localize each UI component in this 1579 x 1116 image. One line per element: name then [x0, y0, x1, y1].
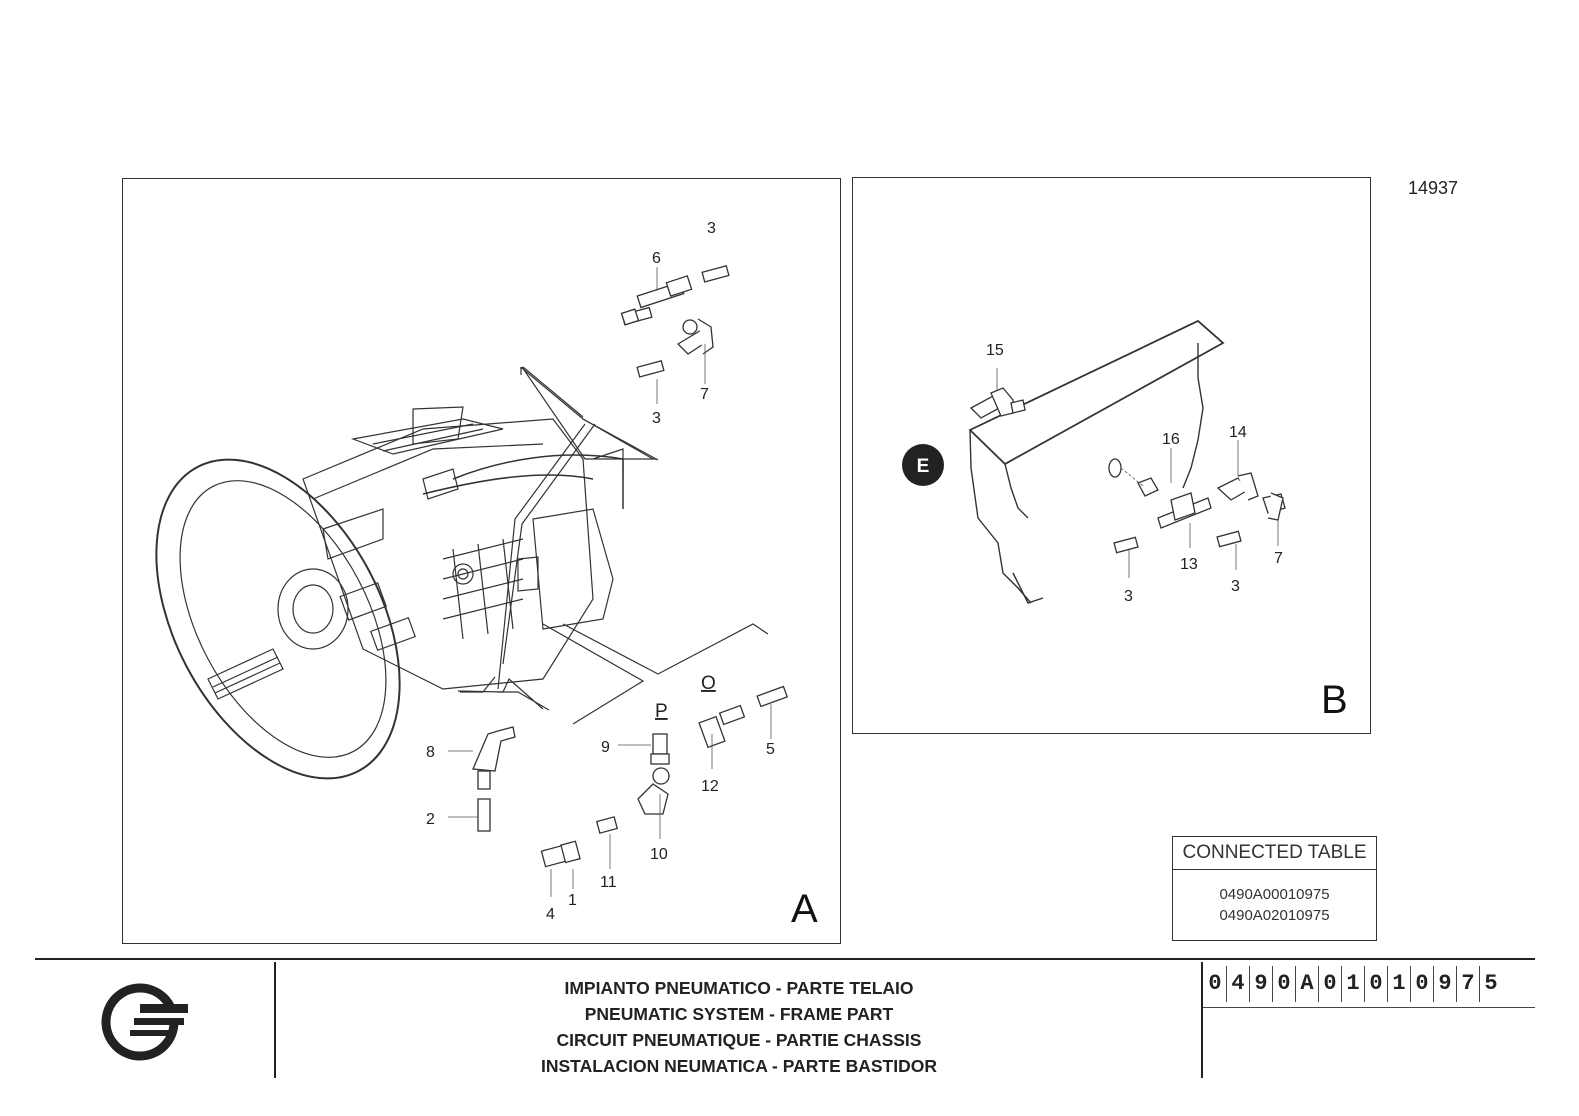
connected-table-row[interactable]: 0490A00010975: [1219, 886, 1330, 903]
callout-14: 14: [1229, 424, 1247, 441]
callout-4: 4: [546, 906, 555, 923]
callout-6: 6: [652, 250, 661, 267]
footer-separator-right: [1201, 962, 1203, 1078]
label-o: O: [701, 673, 716, 694]
footer-titles: IMPIANTO PNEUMATICO - PARTE TELAIO PNEUM…: [276, 975, 1202, 1079]
callout-3-right: 3: [1231, 578, 1240, 595]
reference-number: 14937: [1408, 178, 1459, 198]
connected-table-row[interactable]: 0490A02010975: [1219, 907, 1330, 924]
code-digit: 1: [1388, 966, 1411, 1002]
callout-13: 13: [1180, 556, 1198, 573]
callout-16: 16: [1162, 431, 1180, 448]
code-digit: 0: [1319, 966, 1342, 1002]
panel-b: E 15 16 14 13 3 3 7 B: [852, 177, 1371, 734]
code-digit: 5: [1484, 971, 1498, 996]
title-english: PNEUMATIC SYSTEM - FRAME PART: [584, 1004, 894, 1024]
footer-divider: [35, 958, 1535, 960]
code-digit: 7: [1457, 966, 1480, 1002]
code-digit: A: [1296, 966, 1319, 1002]
footer-separator-left: [274, 962, 276, 1078]
frame-detail-drawing: E 15 16 14 13 3 3 7: [902, 319, 1286, 605]
code-digit: 1: [1342, 966, 1365, 1002]
callout-8: 8: [426, 744, 435, 761]
callout-9: 9: [601, 739, 610, 756]
drawing-code: 0 4 9 0 A 0 1 0 1 0 9 7 5: [1204, 966, 1502, 1002]
title-spanish: INSTALACION NEUMATICA - PARTE BASTIDOR: [541, 1056, 937, 1076]
label-p: P: [655, 701, 668, 722]
panel-b-letter: B: [1321, 678, 1348, 722]
title-french: CIRCUIT PNEUMATIQUE - PARTIE CHASSIS: [556, 1030, 922, 1050]
marker-e-circle: [902, 444, 944, 486]
code-digit: 9: [1434, 966, 1457, 1002]
callout-2: 2: [426, 811, 435, 828]
code-digit: 0: [1411, 966, 1434, 1002]
code-digit: 0: [1365, 966, 1388, 1002]
marker-e: E: [917, 456, 930, 477]
callout-7: 7: [700, 386, 709, 403]
panel-a: 3 6 7 3 8 2 4 1 11 9 10 12 5 P O A: [122, 178, 841, 944]
callout-10: 10: [650, 846, 668, 863]
callout-3-left: 3: [1124, 588, 1133, 605]
connected-table: CONNECTED TABLE 0490A00010975 0490A02010…: [1172, 836, 1377, 941]
panel-a-letter: A: [791, 887, 818, 931]
callout-5: 5: [766, 741, 775, 758]
code-digit: 4: [1227, 966, 1250, 1002]
callout-1: 1: [568, 892, 577, 909]
callout-3-top: 3: [707, 220, 716, 237]
callout-12: 12: [701, 778, 719, 795]
callout-3-mid: 3: [652, 410, 661, 427]
code-digit: 0: [1273, 966, 1296, 1002]
connected-table-title: CONNECTED TABLE: [1173, 837, 1376, 870]
drawing-code-underline: [1203, 1007, 1535, 1008]
title-italian: IMPIANTO PNEUMATICO - PARTE TELAIO: [564, 978, 914, 998]
transmission-assembly-drawing: 3 6 7 3 8 2 4 1 11 9 10 12 5 P O: [155, 220, 789, 923]
code-digit: 9: [1250, 966, 1273, 1002]
brand-logo-icon: [101, 983, 188, 1061]
callout-15: 15: [986, 342, 1004, 359]
code-digit: 0: [1204, 966, 1227, 1002]
callout-11: 11: [600, 874, 617, 891]
callout-7-b: 7: [1274, 550, 1283, 567]
